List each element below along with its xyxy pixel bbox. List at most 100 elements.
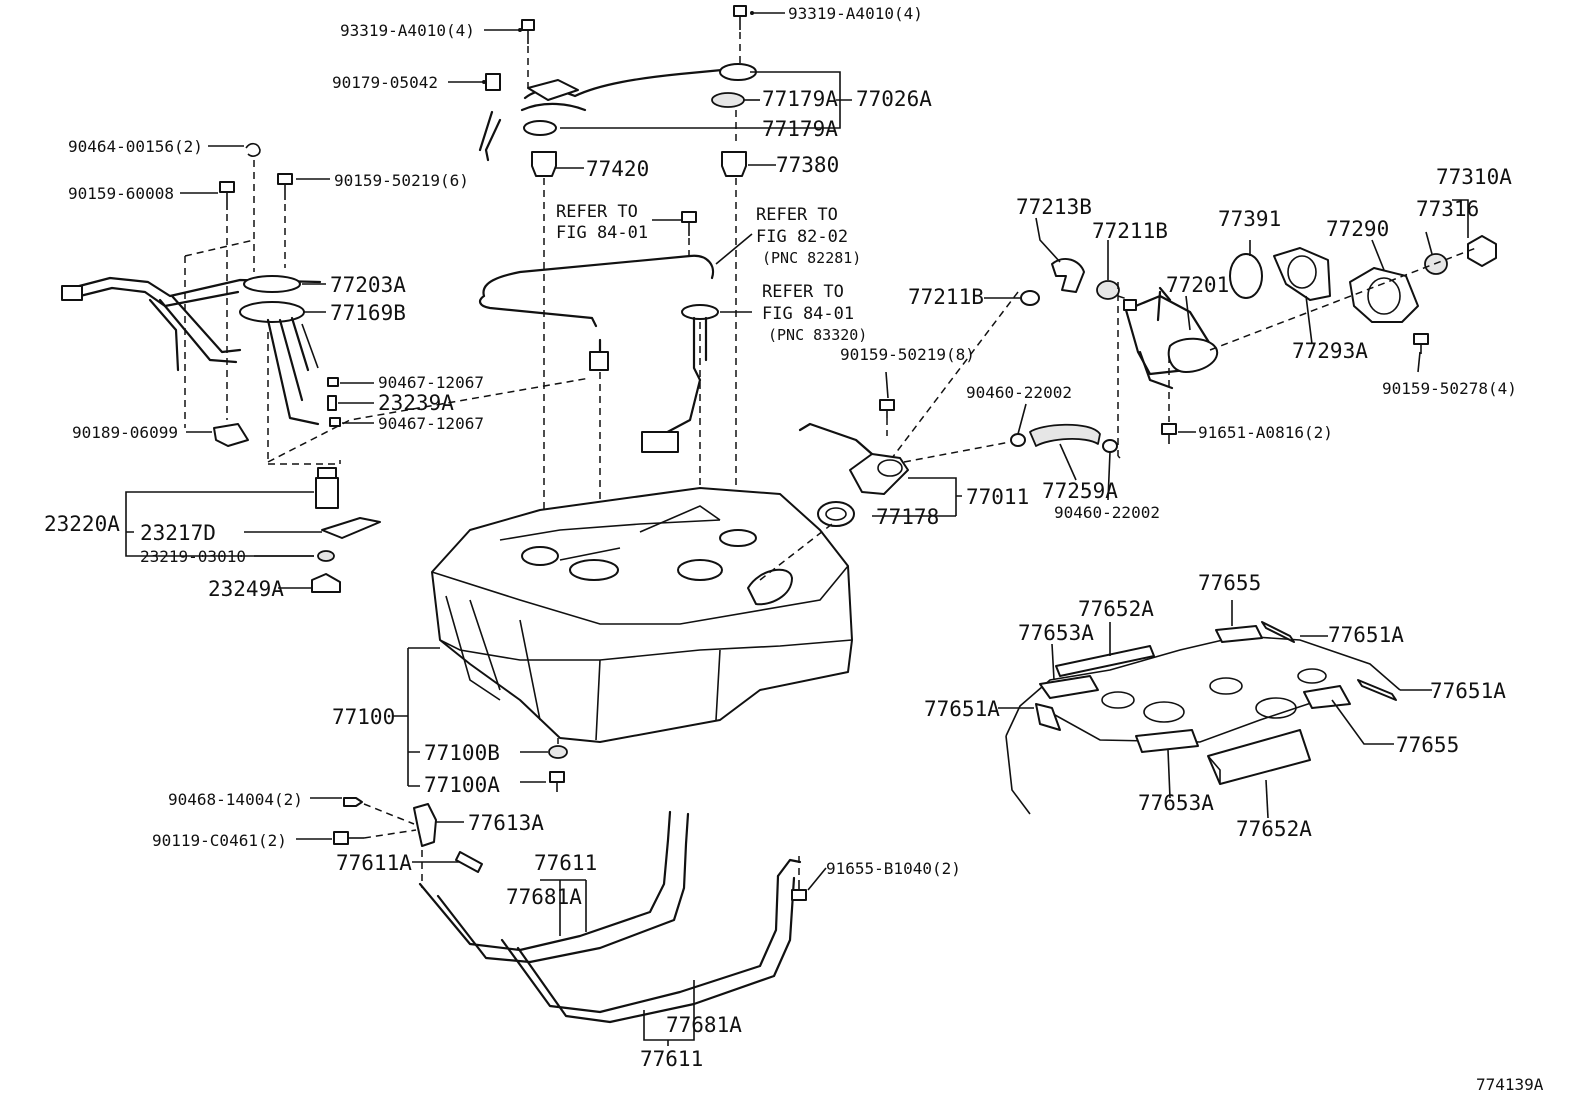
bolt-77611a-drawing	[455, 851, 483, 873]
label-77290: 77290	[1326, 217, 1389, 241]
label-77179a-upper: 77179A	[762, 87, 838, 111]
bolt-91655-drawing	[791, 889, 807, 901]
bolt-90119-drawing	[333, 831, 349, 845]
filler-pipe-77201-drawing	[1123, 286, 1219, 390]
note-refer3-line3: (PNC 83320)	[768, 326, 867, 344]
label-77653a-top: 77653A	[1018, 621, 1094, 645]
screw-91651-drawing	[1161, 423, 1177, 435]
gasket-77391-drawing	[1229, 253, 1263, 299]
fuel-pump-23220a-drawing	[315, 467, 339, 509]
label-77655-right: 77655	[1396, 733, 1459, 757]
label-77178: 77178	[876, 505, 939, 529]
label-77100b: 77100B	[424, 741, 500, 765]
label-77100: 77100	[332, 705, 395, 729]
clamp-90460-b-drawing	[1102, 439, 1118, 453]
label-90468: 90468-14004(2)	[168, 790, 303, 809]
label-77652a-bottom: 77652A	[1236, 817, 1312, 841]
label-77655-top: 77655	[1198, 571, 1261, 595]
label-91655: 91655-B1040(2)	[826, 859, 961, 878]
bolt-93319-left-drawing	[521, 19, 535, 44]
label-23239a: 23239A	[378, 391, 454, 415]
label-90159-50219-6: 90159-50219(6)	[334, 171, 469, 190]
filler-door-77290-drawing	[1349, 267, 1419, 323]
label-23219: 23219-03010	[140, 547, 246, 566]
fuel-tank-77100-drawing	[431, 487, 853, 743]
label-90464: 90464-00156(2)	[68, 137, 203, 156]
clamp-77211b-top-drawing	[1096, 280, 1120, 300]
label-77201: 77201	[1166, 273, 1229, 297]
vent-hose-drawing	[798, 422, 874, 456]
label-90467-a: 90467-12067	[378, 373, 484, 392]
note-refer2-line2: FIG 82-02	[756, 227, 848, 247]
cap-77310a-drawing	[1467, 235, 1497, 267]
clamp-90460-a-drawing	[1010, 433, 1026, 447]
sender-bracket-drawing	[478, 68, 724, 162]
hose-77259a-drawing	[1029, 423, 1101, 447]
label-90460-a: 90460-22002	[966, 383, 1072, 402]
note-refer3-line1: REFER TO	[762, 282, 844, 302]
label-77651a-top: 77651A	[1328, 623, 1404, 647]
label-90159-50219-8: 90159-50219(8)	[840, 345, 975, 364]
label-93319-left: 93319-A4010(4)	[340, 21, 475, 40]
label-77179a-lower: 77179A	[762, 117, 838, 141]
bolt-90468-drawing	[343, 797, 363, 807]
label-77613a: 77613A	[468, 811, 544, 835]
connector-drawing	[589, 351, 609, 371]
note-refer1-line1: REFER TO	[556, 202, 638, 222]
label-77653a-bottom: 77653A	[1138, 791, 1214, 815]
label-77169b: 77169B	[330, 301, 406, 325]
label-77651a-right: 77651A	[1430, 679, 1506, 703]
label-77293a: 77293A	[1292, 339, 1368, 363]
clamp-77211b-left-drawing	[1020, 290, 1040, 306]
vent-tube-drawing	[479, 254, 715, 354]
label-77611a: 77611A	[336, 851, 412, 875]
tank-bands-drawing	[418, 810, 802, 1024]
label-91651: 91651-A0816(2)	[1198, 423, 1333, 442]
screw-refer-drawing	[681, 211, 697, 223]
bolt-90159-60008-drawing	[219, 181, 235, 193]
part-drawings	[61, 5, 1497, 1024]
ring-77179a-upper-drawing	[711, 92, 745, 108]
label-77391: 77391	[1218, 207, 1281, 231]
bracket-77613a-drawing	[413, 803, 437, 847]
cap-housing-77293a-drawing	[1273, 247, 1331, 301]
bolt-90159-50219-8-drawing	[879, 399, 895, 411]
label-23249a: 23249A	[208, 577, 284, 601]
label-77611-bottom: 77611	[640, 1047, 703, 1071]
figure-id: 774139A	[1476, 1075, 1544, 1094]
label-77681a-bottom: 77681A	[666, 1013, 742, 1037]
hose-77213b-drawing	[1051, 257, 1085, 293]
silencer-pads-drawing	[1005, 621, 1401, 815]
label-90119: 90119-C0461(2)	[152, 831, 287, 850]
label-90460-b: 90460-22002	[1054, 503, 1160, 522]
label-23220a: 23220A	[44, 512, 120, 536]
note-refer1-line2: FIG 84-01	[556, 223, 648, 243]
label-77420: 77420	[586, 157, 649, 181]
bolt-93319-right-drawing	[733, 5, 747, 30]
sender-gauge-flange-drawing	[681, 304, 719, 320]
label-90179: 90179-05042	[332, 73, 438, 92]
bolt-90159-50219-drawing	[277, 173, 293, 185]
label-90189: 90189-06099	[72, 423, 178, 442]
note-refer2-line1: REFER TO	[756, 205, 838, 225]
label-90159-50278: 90159-50278(4)	[1382, 379, 1517, 398]
sender-23239a-drawing	[327, 395, 337, 411]
label-77611-top: 77611	[534, 851, 597, 875]
label-93319-right: 93319-A4010(4)	[788, 4, 923, 23]
valve-77420-drawing	[531, 151, 557, 177]
note-refer2-line3: (PNC 82281)	[762, 249, 861, 267]
label-77316: 77316	[1416, 197, 1479, 221]
label-77100a: 77100A	[424, 773, 500, 797]
label-77651a-left: 77651A	[924, 697, 1000, 721]
clamp-90189-drawing	[213, 423, 249, 447]
label-90159-60008: 90159-60008	[68, 184, 174, 203]
label-23217d: 23217D	[140, 521, 216, 545]
filter-23217d-drawing	[321, 517, 381, 539]
fuel-pump-assembly-drawing	[61, 275, 322, 426]
label-77203a: 77203A	[330, 273, 406, 297]
label-77310a: 77310A	[1436, 165, 1512, 189]
cushion-77100b-drawing	[548, 745, 568, 759]
ring-77179a-lower-drawing	[523, 120, 557, 136]
label-77211b-top: 77211B	[1092, 219, 1168, 243]
